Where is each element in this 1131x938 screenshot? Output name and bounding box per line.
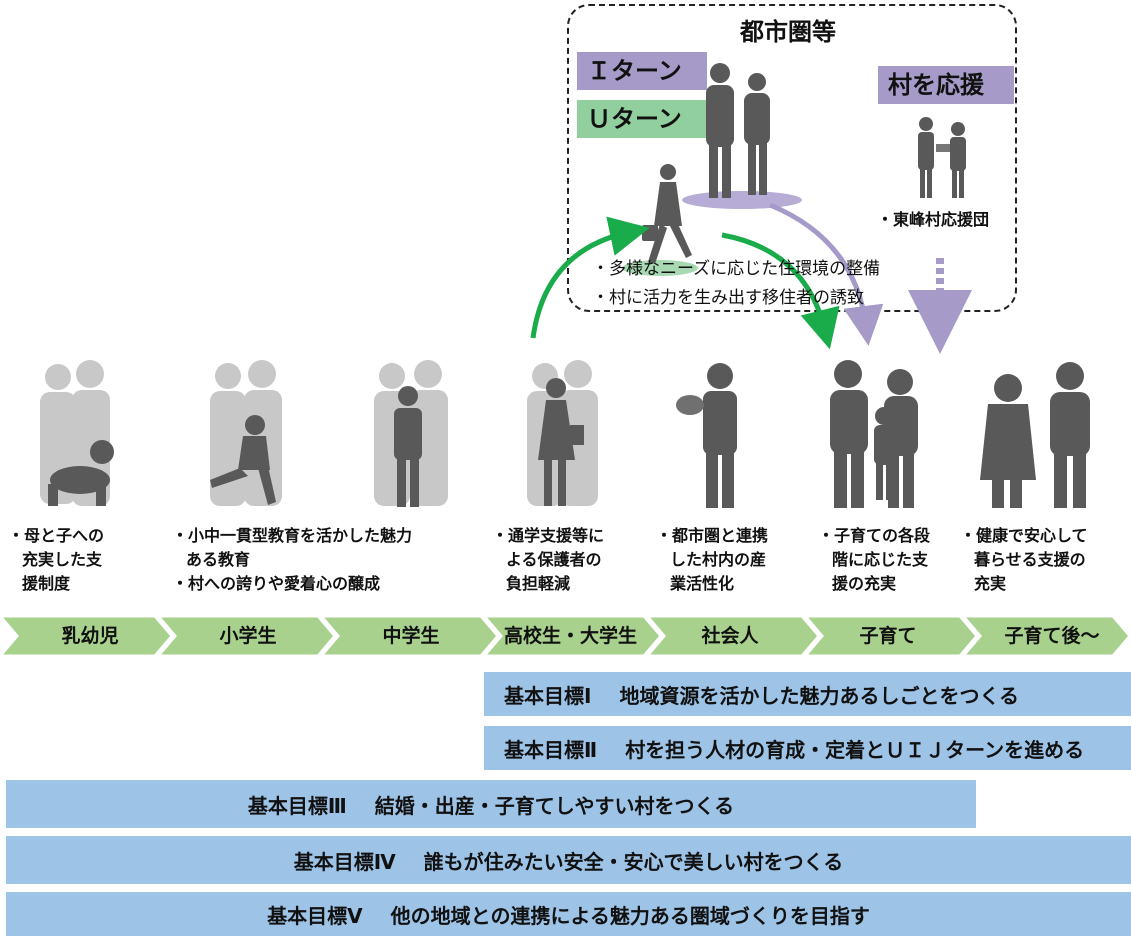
u-turn-arrow-in bbox=[721, 232, 840, 350]
support-village-tag: 村を応援 bbox=[878, 66, 1014, 104]
junior-high-family-icon bbox=[374, 360, 448, 507]
goal-1-number: 基本目標Ⅰ bbox=[504, 683, 592, 708]
desc-adult-item: ・都市圏と連携 した村内の産 業活性化 bbox=[656, 526, 769, 593]
goal-5-bar: 基本目標Ⅴ 他の地域との連携による魅力ある圏域づくりを目指す bbox=[6, 892, 1131, 936]
walking-woman-icon bbox=[642, 164, 692, 264]
stage-chevron-7 bbox=[961, 616, 1131, 656]
parenting-family-icon bbox=[830, 360, 918, 508]
urban-ground-purple bbox=[682, 191, 802, 209]
measure-migrants: ・村に活力を生み出す移住者の誘致 bbox=[592, 288, 864, 308]
goal-5-text: 他の地域との連携による魅力ある圏域づくりを目指す bbox=[390, 903, 870, 928]
desc-elementary-item-1: ・小中一貫型教育を活かした魅力 ある教育 bbox=[172, 526, 413, 569]
u-turn-tag: Ｕターン bbox=[577, 100, 707, 138]
stage-chevron-6 bbox=[803, 616, 979, 656]
stage-label-infant: 乳幼児 bbox=[61, 625, 119, 647]
supporters-icon bbox=[918, 117, 966, 198]
stage-chevron-1 bbox=[0, 616, 174, 656]
stage-chevron-4 bbox=[482, 616, 663, 656]
stage-label-parenting: 子育て bbox=[859, 625, 917, 647]
stage-label-elementary: 小学生 bbox=[219, 625, 277, 647]
goal-5-number: 基本目標Ⅴ bbox=[267, 903, 363, 928]
stage-label-after-parenting: 子育て後～ bbox=[1004, 625, 1100, 647]
stage-chevron-3 bbox=[319, 616, 500, 656]
working-adult-icon bbox=[676, 363, 737, 508]
urban-couple-icon bbox=[706, 63, 770, 198]
stage-label-adult: 社会人 bbox=[701, 625, 759, 647]
support-group-label: ・東峰村応援団 bbox=[877, 210, 990, 229]
desc-elementary: ・小中一貫型教育を活かした魅力 ある教育 ・村への誇りや愛着心の醸成 bbox=[172, 524, 412, 596]
desc-elderly: ・健康で安心して 暮らせる支援の 充実 bbox=[960, 524, 1088, 596]
i-u-turn-arrow-out bbox=[530, 216, 650, 339]
goal-2-text: 村を担う人材の育成・定着とＵＩＪターンを進める bbox=[625, 737, 1085, 762]
urban-area-title: 都市圏等 bbox=[740, 18, 836, 46]
desc-elementary-item-2: ・村への誇りや愛着心の醸成 bbox=[172, 574, 381, 593]
goal-4-number: 基本目標Ⅳ bbox=[293, 849, 396, 874]
stage-chevron-5 bbox=[645, 616, 821, 656]
desc-parenting: ・子育ての各段 階に応じた支 援の充実 bbox=[818, 524, 930, 596]
i-turn-tag: Ｉターン bbox=[577, 52, 707, 90]
goal-3-text: 結婚・出産・子育てしやすい村をつくる bbox=[374, 793, 735, 818]
goal-3-bar: 基本目標Ⅲ 結婚・出産・子育てしやすい村をつくる bbox=[6, 780, 976, 828]
desc-infant-item: ・母と子への 充実した支 援制度 bbox=[8, 526, 105, 593]
goal-2-bar: 基本目標Ⅱ 村を担う人材の育成・定着とＵＩＪターンを進める bbox=[484, 726, 1131, 770]
illustration-layer bbox=[40, 63, 1090, 508]
elementary-family-icon bbox=[210, 360, 282, 506]
urban-area-box bbox=[567, 4, 1017, 312]
goal-1-text: 地域資源を活かした魅力あるしごとをつくる bbox=[619, 683, 1020, 708]
desc-adult: ・都市圏と連携 した村内の産 業活性化 bbox=[656, 524, 768, 596]
desc-infant: ・母と子への 充実した支 援制度 bbox=[8, 524, 104, 596]
desc-parenting-item: ・子育ての各段 階に応じた支 援の充実 bbox=[818, 526, 931, 593]
infant-family-icon bbox=[40, 360, 114, 506]
life-stage-bar bbox=[0, 616, 1131, 656]
measure-housing: ・多様なニーズに応じた住環境の整備 bbox=[592, 259, 881, 279]
goal-1-bar: 基本目標Ⅰ 地域資源を活かした魅力あるしごとをつくる bbox=[484, 672, 1131, 716]
urban-ground-green bbox=[622, 260, 698, 276]
desc-elderly-item: ・健康で安心して 暮らせる支援の 充実 bbox=[960, 526, 1088, 593]
stage-label-student: 高校生・大学生 bbox=[503, 625, 637, 647]
stage-chevron-2 bbox=[156, 616, 337, 656]
goal-3-number: 基本目標Ⅲ bbox=[247, 793, 347, 818]
i-turn-arrow-in bbox=[769, 202, 884, 346]
goal-4-text: 誰もが住みたい安全・安心で美しい村をつくる bbox=[423, 849, 844, 874]
stage-label-junior-high: 中学生 bbox=[382, 625, 440, 647]
goal-4-bar: 基本目標Ⅳ 誰もが住みたい安全・安心で美しい村をつくる bbox=[6, 836, 1131, 884]
desc-student: ・通学支援等に よる保護者の 負担軽減 bbox=[492, 524, 604, 596]
elderly-couple-icon bbox=[980, 362, 1090, 508]
desc-student-item: ・通学支援等に よる保護者の 負担軽減 bbox=[492, 526, 605, 593]
goal-2-number: 基本目標Ⅱ bbox=[504, 737, 598, 762]
student-family-icon bbox=[527, 360, 598, 506]
